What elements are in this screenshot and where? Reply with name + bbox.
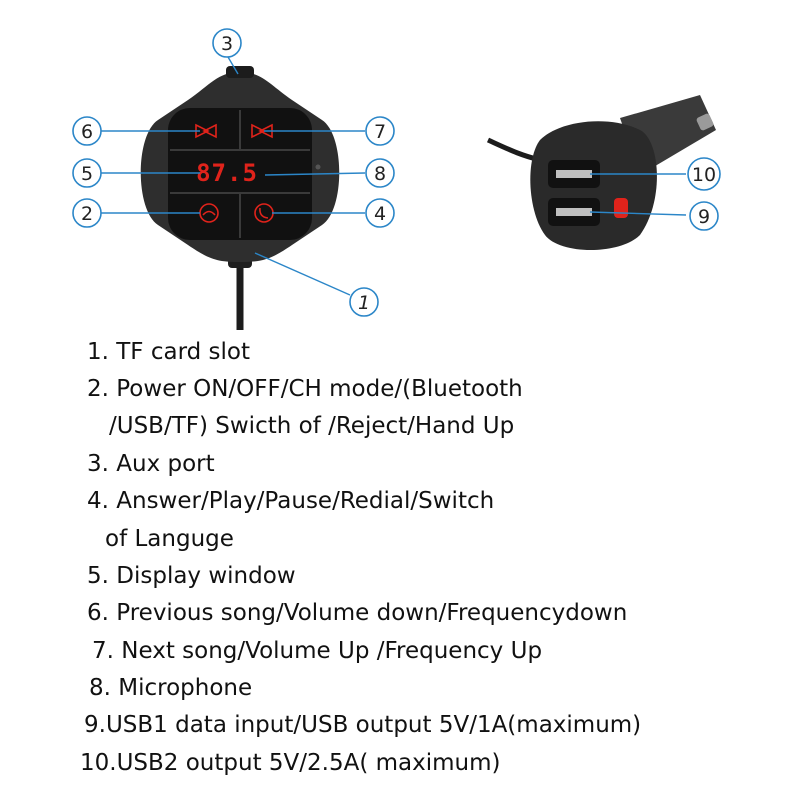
- usb1-port-tongue: [556, 208, 592, 216]
- svg-text:7: 7: [374, 121, 386, 143]
- callout-9: 9: [689, 201, 719, 231]
- svg-text:2: 2: [81, 203, 93, 225]
- svg-text:10: 10: [692, 164, 716, 186]
- legend-line-5: 5. Display window: [87, 563, 296, 589]
- callout-8: 8: [365, 158, 395, 188]
- legend-line-1: 1. TF card slot: [87, 339, 251, 365]
- callout-10: 10: [687, 157, 721, 191]
- charger-metal-contact: [696, 113, 714, 131]
- svg-text:9: 9: [698, 206, 710, 228]
- car-charger-device: [486, 95, 716, 250]
- microphone-hole: [315, 164, 321, 170]
- legend-line-4-cont: of Languge: [105, 526, 234, 552]
- legend-line-8: 8. Microphone: [89, 675, 253, 701]
- svg-text:4: 4: [374, 203, 386, 225]
- svg-text:1: 1: [358, 292, 370, 314]
- svg-text:6: 6: [81, 121, 93, 143]
- usb2-port-tongue: [556, 170, 592, 178]
- svg-text:8: 8: [374, 163, 386, 185]
- callout-3: 3: [212, 28, 242, 58]
- legend-line-3: 3. Aux port: [87, 451, 215, 477]
- leader-line-3: [227, 56, 239, 75]
- legend-line-9: 9.USB1 data input/USB output 5V/1A(maxim…: [84, 712, 642, 738]
- legend-line-6: 6. Previous song/Volume down/Frequencydo…: [87, 600, 628, 626]
- legend-line-7: 7. Next song/Volume Up /Frequency Up: [92, 638, 543, 664]
- aux-port-housing: [226, 66, 254, 78]
- leader-line-1: [254, 252, 351, 296]
- legend-line-4: 4. Answer/Play/Pause/Redial/Switch: [87, 488, 495, 514]
- legend-line-10: 10.USB2 output 5V/2.5A( maximum): [80, 750, 501, 776]
- callout-7: 7: [365, 116, 395, 146]
- display-window-readout: 87.5: [196, 159, 258, 187]
- leader-line-9: [589, 211, 687, 216]
- callout-5: 5: [72, 158, 102, 188]
- callout-6: 6: [72, 116, 102, 146]
- callout-2: 2: [72, 198, 102, 228]
- transmitter-face: [168, 108, 312, 240]
- svg-text:5: 5: [81, 163, 93, 185]
- legend-line-2: 2. Power ON/OFF/CH mode/(Bluetooth: [87, 376, 523, 402]
- callout-1: 1: [349, 287, 379, 317]
- svg-text:3: 3: [221, 33, 233, 55]
- callout-4: 4: [365, 198, 395, 228]
- transmitter-device: 87.5: [140, 66, 340, 330]
- leader-line-8: [264, 172, 366, 176]
- legend-line-2-cont: /USB/TF) Swicth of /Reject/Hand Up: [109, 413, 515, 439]
